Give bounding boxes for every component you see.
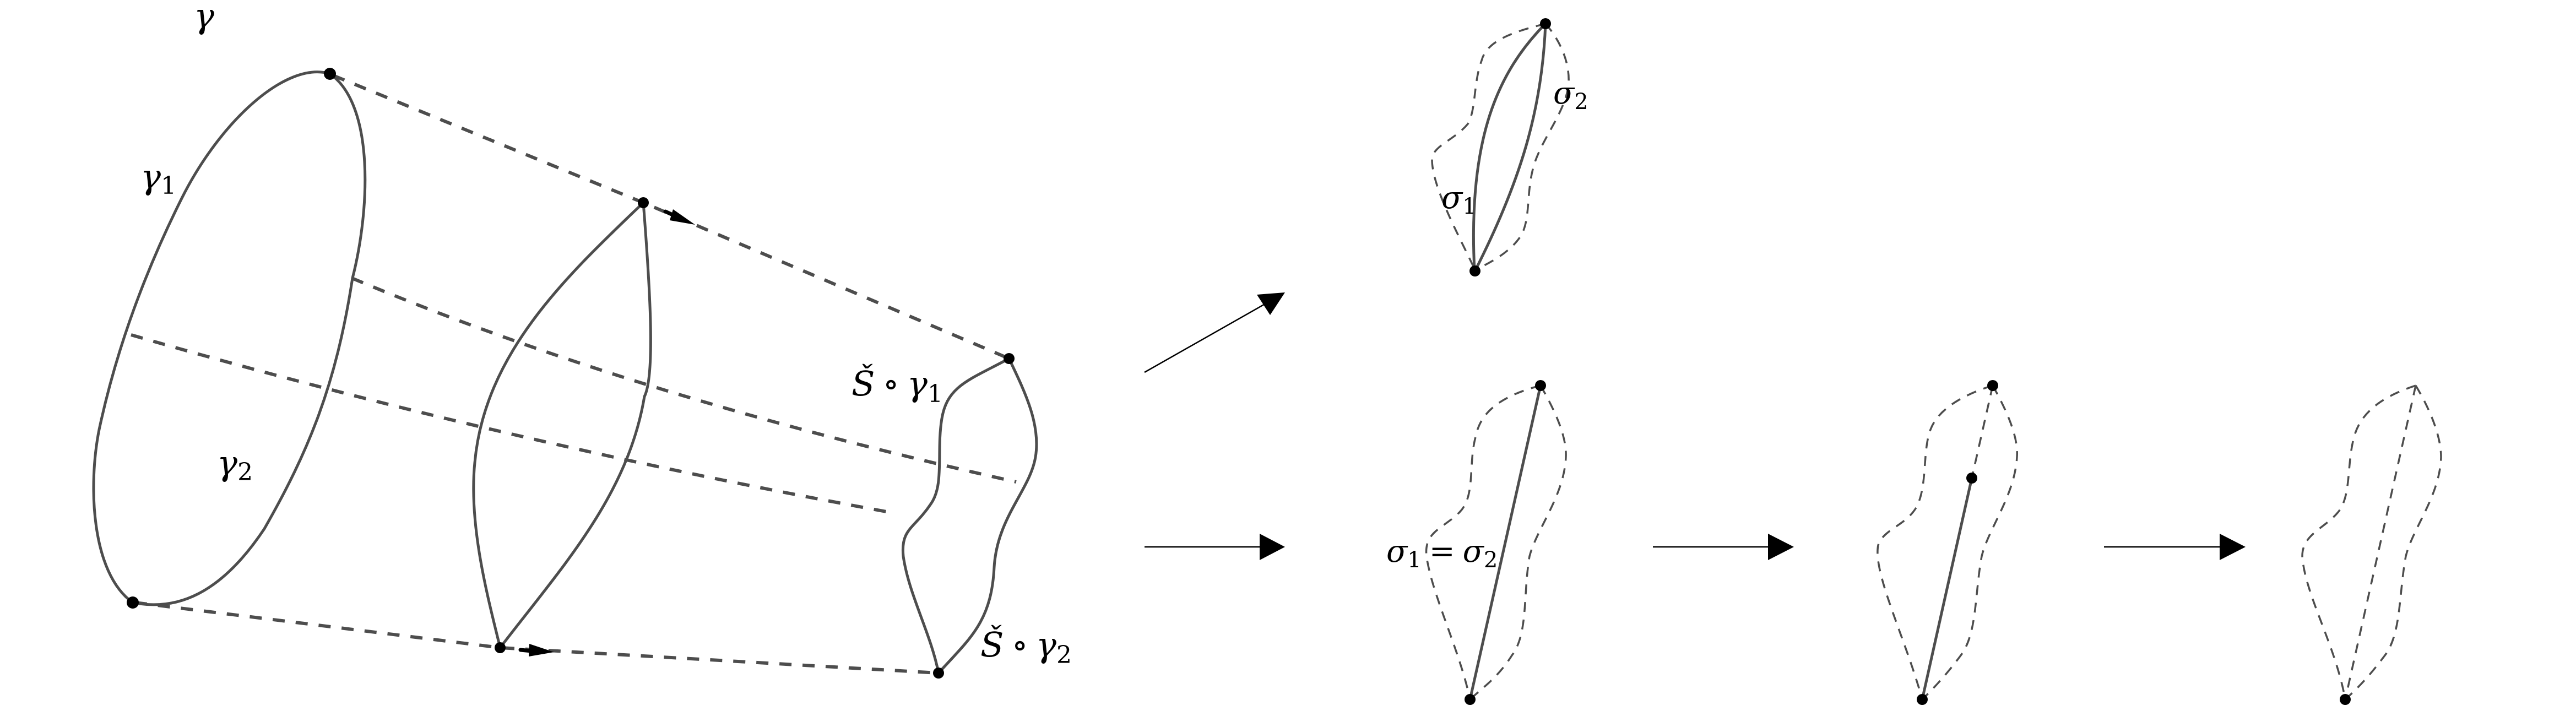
arrow-diagonal-icon bbox=[1144, 292, 1285, 373]
dashed-segment-middle bbox=[2344, 385, 2417, 700]
marked-point-top bbox=[1987, 380, 1998, 391]
label-sigma1: σ1 bbox=[1441, 180, 1477, 219]
figure-sigma-split: σ1 σ2 bbox=[1431, 18, 1588, 276]
figure-degenerate bbox=[2301, 384, 2442, 705]
dashed-outline-left bbox=[2301, 384, 2416, 700]
marked-point-top bbox=[1535, 380, 1546, 391]
curve-middle-left bbox=[472, 201, 645, 649]
arrow-right-3-icon bbox=[2104, 534, 2246, 560]
dashed-outline-left bbox=[1425, 384, 1541, 700]
left-panel: γ γ1 γ2 Š∘γ1 Š∘γ2 bbox=[92, 0, 1072, 679]
marked-point-gamma-bottom bbox=[127, 596, 139, 609]
dashed-outline-right bbox=[2344, 385, 2442, 701]
segment-shrinking bbox=[1921, 476, 1973, 701]
direction-arrow-top-icon bbox=[663, 209, 695, 225]
curve-s-gamma2 bbox=[937, 357, 1038, 675]
marked-point-middle-bottom bbox=[495, 642, 506, 653]
label-sigma-equal: σ1=σ2 bbox=[1386, 534, 1498, 573]
marked-point-sigma-bottom-visible bbox=[1469, 265, 1480, 276]
direction-arrow-bottom-icon bbox=[518, 644, 554, 657]
marked-point-s-top bbox=[1004, 353, 1015, 364]
marked-point-gamma-top bbox=[324, 68, 336, 80]
figure-shrinking-segment bbox=[1877, 380, 2018, 705]
label-s-gamma2: Š∘γ2 bbox=[980, 625, 1072, 669]
curve-sigma2 bbox=[1474, 22, 1547, 272]
marked-point-s-bottom bbox=[933, 668, 944, 679]
label-sigma2: σ2 bbox=[1553, 75, 1588, 115]
marked-point-moving bbox=[1966, 473, 1977, 484]
label-gamma1: γ1 bbox=[140, 156, 176, 200]
marked-point-bottom bbox=[2340, 694, 2351, 705]
label-s-gamma1: Š∘γ1 bbox=[852, 364, 943, 408]
dashed-outline-left bbox=[1431, 23, 1546, 270]
curve-s-gamma1 bbox=[901, 357, 1011, 675]
marked-point-bottom bbox=[1465, 694, 1476, 705]
label-gamma2: γ2 bbox=[217, 443, 253, 486]
curve-sigma1 bbox=[1472, 22, 1547, 272]
transition-arrows bbox=[1144, 292, 2246, 560]
figure-sigma-equal: σ1=σ2 bbox=[1386, 380, 1567, 705]
arrow-right-2-icon bbox=[1653, 534, 1794, 560]
dashed-line-a bbox=[351, 276, 1017, 484]
dashed-outline-right bbox=[1474, 23, 1570, 271]
dashed-outline-right bbox=[1921, 385, 2018, 701]
dashed-outline-left bbox=[1877, 384, 1993, 700]
arrow-right-1-icon bbox=[1145, 534, 1285, 560]
dashed-outline-right bbox=[1469, 385, 1567, 701]
curve-gamma1 bbox=[92, 70, 332, 604]
marked-point-sigma-top bbox=[1540, 18, 1551, 29]
label-gamma: γ bbox=[194, 0, 215, 36]
marked-point-middle-top bbox=[638, 197, 649, 208]
curve-gamma2 bbox=[131, 72, 367, 606]
marked-point-bottom bbox=[1917, 694, 1928, 705]
dashed-line-bottom bbox=[134, 601, 939, 675]
segment-sigma-equal bbox=[1468, 384, 1542, 701]
curve-middle-right bbox=[498, 201, 652, 649]
dashed-segment-remaining bbox=[1971, 385, 1994, 479]
